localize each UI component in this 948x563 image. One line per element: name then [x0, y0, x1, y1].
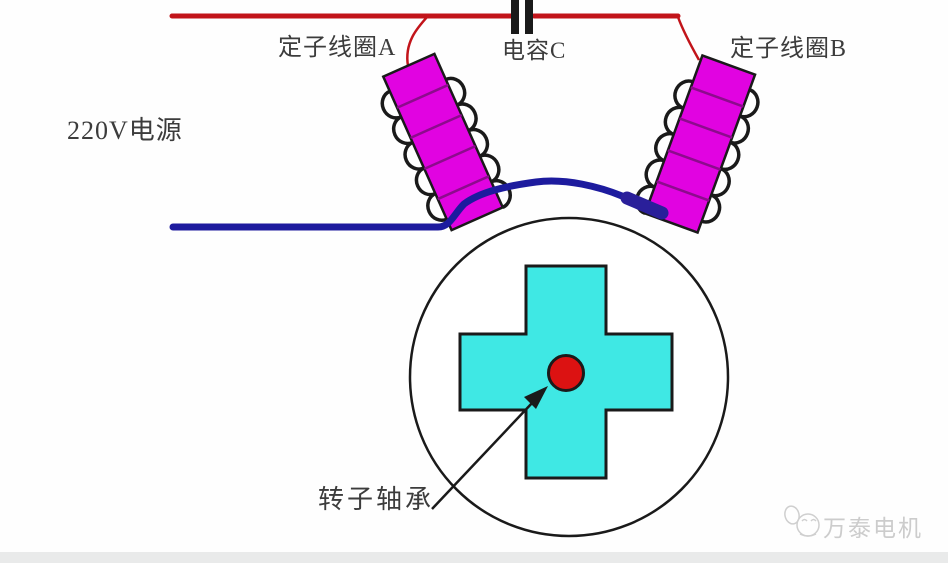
wire-joint-blob	[620, 191, 669, 220]
connector-wire-a	[406, 15, 429, 67]
rotor-bearing-label: 转子轴承	[318, 485, 435, 514]
capacitor-label: 电容C	[502, 38, 567, 63]
stator-coil-b-label: 定子线圈B	[730, 36, 848, 62]
coil-b-winding-right	[701, 88, 760, 224]
stator-coil-a-label: 定子线圈A	[278, 35, 397, 61]
stator-coil-b	[634, 53, 760, 235]
coil-b-segment-lines	[656, 86, 744, 202]
coil-b-winding-left	[634, 79, 694, 216]
coil-a-segment-lines	[396, 83, 490, 201]
pointer-arrow-head-icon	[524, 386, 548, 409]
coil-a-winding-right	[445, 76, 512, 209]
watermark-logo-icon	[784, 505, 820, 537]
watermark-text: 万泰电机	[823, 515, 923, 541]
pointer-arrow-line	[431, 401, 534, 510]
coil-a-winding-left	[380, 89, 448, 222]
power-supply-label: 220V电源	[67, 116, 183, 145]
connector-wire-b	[676, 16, 701, 61]
stator-coil-a	[380, 52, 512, 232]
neutral-wire-blue	[169, 177, 662, 231]
bottom-strip	[0, 552, 948, 563]
capacitor-plate-right-icon	[525, 0, 533, 34]
capacitor-plate-left-icon	[511, 0, 519, 34]
bearing-dot	[547, 354, 585, 392]
stator-coil-a-body	[381, 52, 505, 232]
